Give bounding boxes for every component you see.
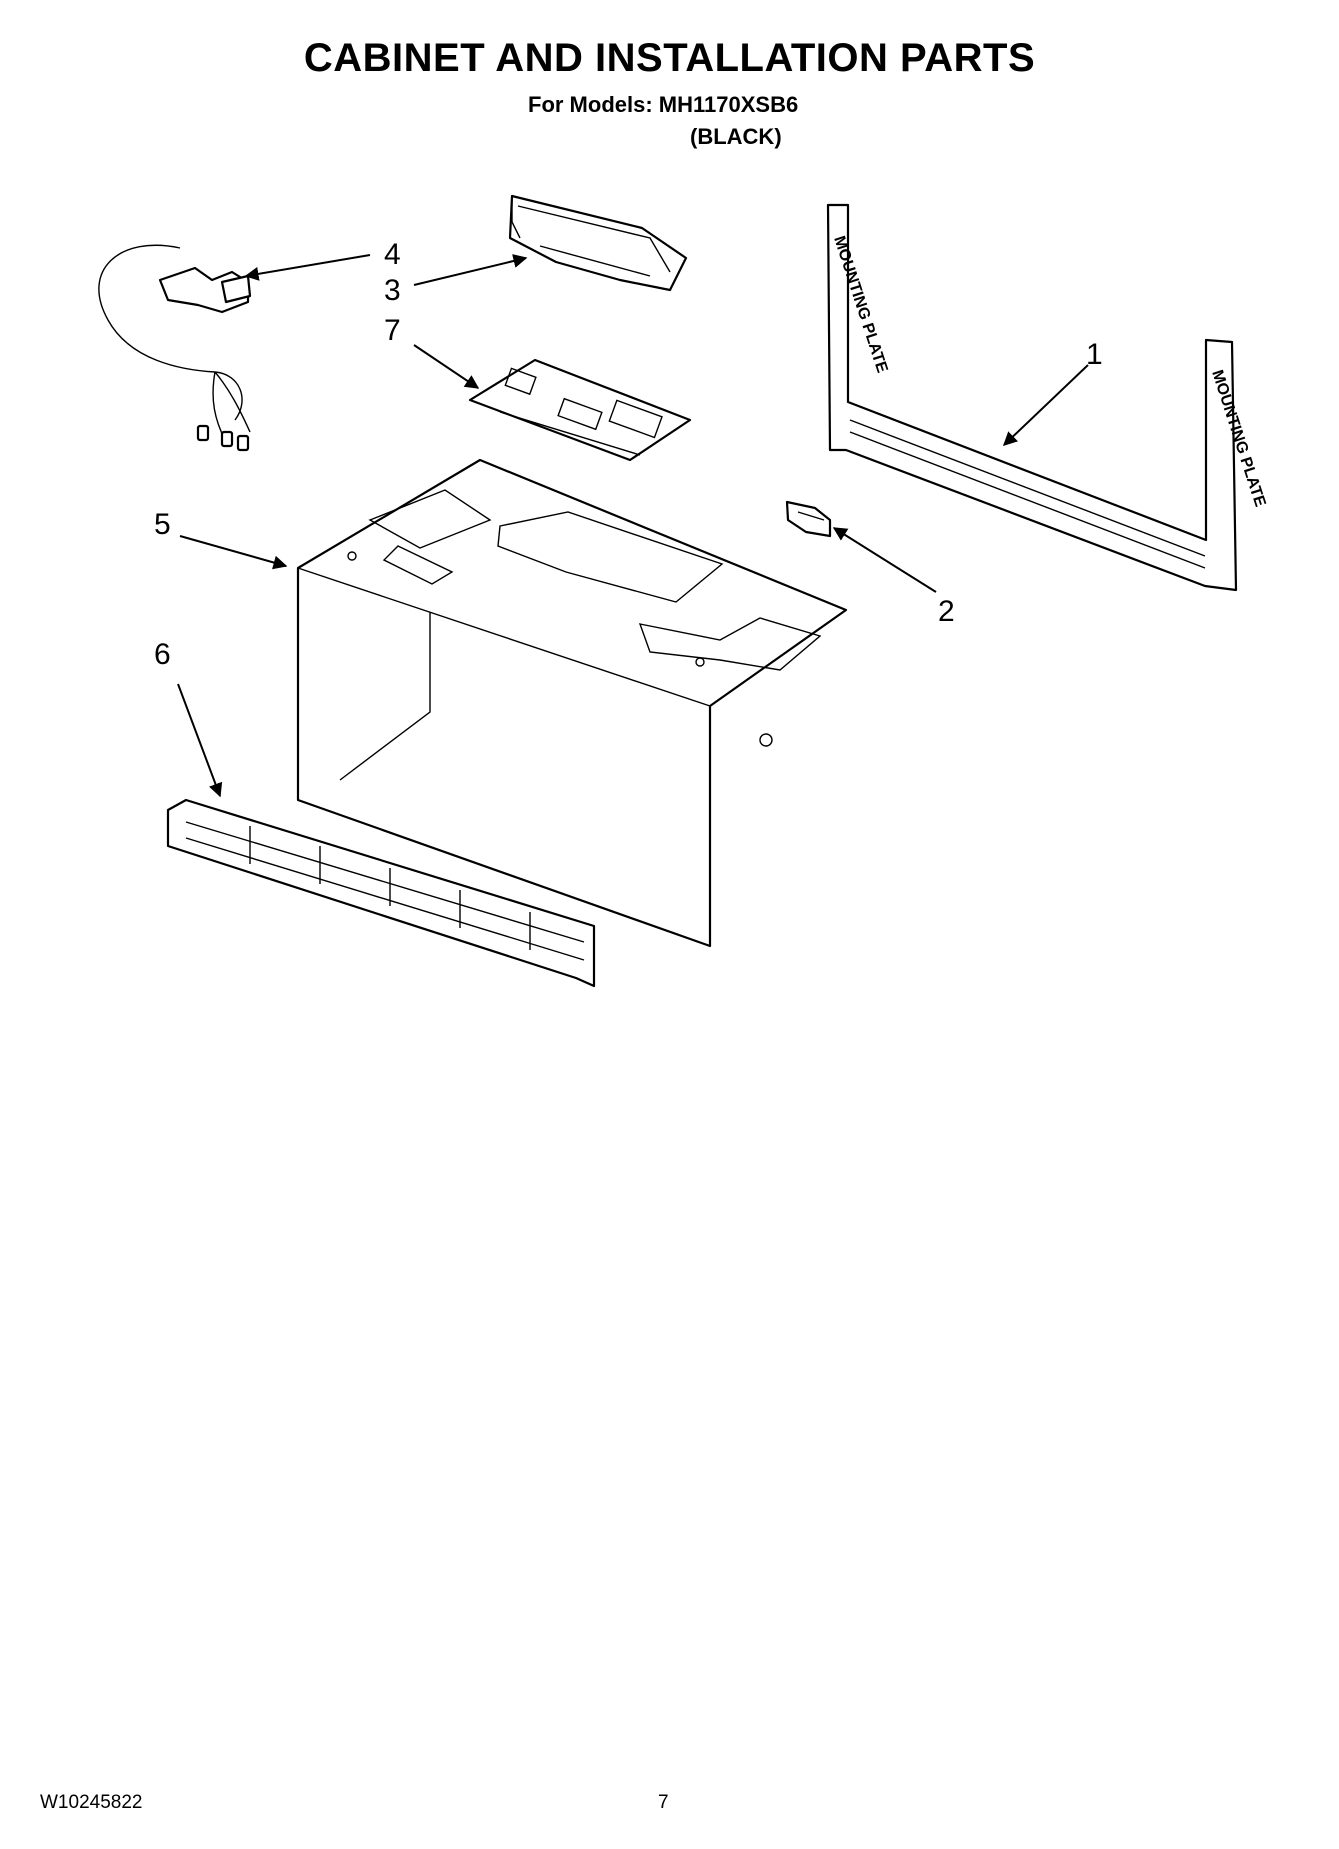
models-line: For Models: MH1170XSB6: [528, 92, 799, 117]
leader-line-7: [413, 344, 480, 389]
callout-4: 4: [384, 238, 401, 271]
clip-part-2: [785, 500, 832, 538]
callout-5: 5: [154, 508, 171, 541]
mounting-plate-part-1: MOUNTING PLATE MOUNTING PLATE: [826, 203, 1269, 592]
document-number: W10245822: [40, 1792, 143, 1813]
leader-line-5: [179, 535, 288, 570]
leader-line-6: [177, 683, 223, 798]
leader-line-2: [832, 527, 937, 593]
duct-connector-part-3: [508, 194, 688, 292]
callout-7: 7: [384, 314, 401, 347]
cabinet-part-5: [296, 458, 848, 948]
page-title: CABINET AND INSTALLATION PARTS: [303, 36, 1036, 80]
callout-1: 1: [1086, 338, 1103, 371]
vent-grille-part-6: [166, 798, 596, 988]
power-cord-part-4: [98, 244, 252, 452]
leader-line-4: [244, 254, 371, 281]
callout-6: 6: [154, 638, 171, 671]
page-number: 7: [658, 1792, 669, 1813]
callout-2: 2: [938, 595, 955, 628]
color-variant: (BLACK): [690, 124, 782, 149]
leader-line-1: [1002, 364, 1089, 446]
bracket-plate-part-7: [468, 358, 692, 462]
leader-line-3: [413, 254, 528, 286]
callout-3: 3: [384, 274, 401, 307]
